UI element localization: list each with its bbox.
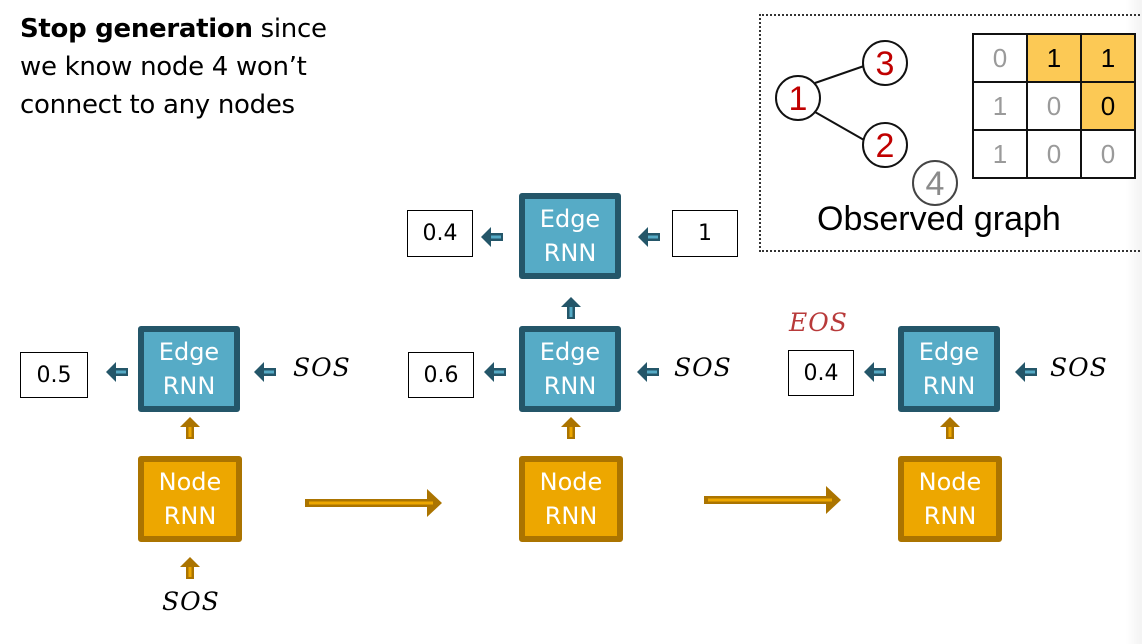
upper-edge-input-value: 1	[672, 210, 738, 257]
edge-rnn-2-label-bottom: RNN	[543, 372, 597, 400]
edge-rnn-1-label-top: Edge	[158, 338, 220, 366]
edge-output-value-3: 0.4	[788, 350, 854, 396]
eos-label: EOS	[789, 308, 848, 337]
arrow-upper-edge-output	[481, 227, 503, 247]
adjacency-cell-1-2: 0	[1080, 81, 1136, 131]
node-rnn-1: Node RNN	[138, 456, 242, 542]
edge-output-value-2: 0.6	[408, 352, 474, 398]
edge-rnn-2: Edge RNN	[519, 326, 621, 412]
svg-text:3: 3	[876, 45, 895, 83]
arrow-node-2-to-3	[704, 486, 841, 514]
node-rnn-2: Node RNN	[519, 456, 623, 542]
edge-rnn-2-upper-label-top: Edge	[539, 205, 601, 233]
upper-edge-output-value: 0.4	[407, 210, 473, 257]
arrow-node-to-edge-1	[180, 417, 200, 439]
arrow-node-1-to-2	[305, 489, 442, 517]
graph-node-3: 3	[862, 40, 908, 86]
arrow-upper-edge-input	[638, 227, 660, 247]
node-rnn-3-label-bottom: RNN	[923, 502, 977, 530]
observed-graph-panel	[759, 14, 1142, 252]
caption-line2: we know node 4 won’t	[20, 52, 307, 82]
arrow-node-to-edge-3	[940, 417, 960, 439]
node-rnn-2-label-bottom: RNN	[544, 502, 598, 530]
caption-line3: connect to any nodes	[20, 90, 295, 120]
svg-text:2: 2	[876, 127, 895, 165]
node-rnn-2-label-top: Node	[539, 468, 603, 496]
edge-rnn-1: Edge RNN	[138, 326, 240, 412]
graph-edge-1-3	[814, 65, 865, 84]
arrow-edge-output-1	[106, 362, 128, 382]
node-input-sos-1: SOS	[162, 587, 220, 616]
node-rnn-1-label-bottom: RNN	[163, 502, 217, 530]
adjacency-cell-0-2: 1	[1080, 33, 1136, 83]
node-rnn-3: Node RNN	[898, 456, 1002, 542]
edge-rnn-3-label-bottom: RNN	[922, 372, 976, 400]
edge-output-value-1: 0.5	[20, 352, 88, 398]
graph-edge-1-2	[814, 111, 865, 141]
arrow-edge-input-3	[1015, 362, 1037, 382]
arrow-edge-to-edge-2	[561, 297, 581, 319]
observed-graph-label: Observed graph	[817, 200, 1061, 238]
arrow-edge-output-3	[864, 362, 886, 382]
graph-node-1: 1	[775, 75, 821, 121]
svg-text:4: 4	[926, 165, 945, 203]
arrow-node-to-edge-2	[561, 417, 581, 439]
edge-rnn-3: Edge RNN	[898, 326, 1000, 412]
edge-rnn-2-upper-label-bottom: RNN	[543, 239, 597, 267]
caption-text: Stop generation since we know node 4 won…	[20, 10, 327, 124]
graph-node-4: 4	[912, 160, 958, 206]
arrow-edge-input-2	[637, 362, 659, 382]
edge-rnn-1-label-bottom: RNN	[162, 372, 216, 400]
caption-bold: Stop generation	[20, 14, 253, 44]
svg-text:1: 1	[789, 80, 808, 118]
adjacency-cell-0-1: 1	[1026, 33, 1082, 83]
adjacency-cell-0-0: 0	[972, 33, 1028, 83]
adjacency-cell-1-1: 0	[1026, 81, 1082, 131]
arrow-sos-to-node-1	[180, 557, 200, 579]
node-rnn-3-label-top: Node	[918, 468, 982, 496]
adjacency-cell-1-0: 1	[972, 81, 1028, 131]
edge-input-sos-1: SOS	[293, 353, 351, 382]
adjacency-cell-2-0: 1	[972, 129, 1028, 179]
edge-input-sos-2: SOS	[674, 353, 732, 382]
graph-node-2: 2	[862, 122, 908, 168]
node-rnn-1-label-top: Node	[158, 468, 222, 496]
adjacency-cell-2-1: 0	[1026, 129, 1082, 179]
arrow-edge-input-1	[254, 362, 276, 382]
edge-rnn-2-label-top: Edge	[539, 338, 601, 366]
edge-input-sos-3: SOS	[1050, 353, 1108, 382]
arrow-edge-output-2	[484, 362, 506, 382]
edge-rnn-2-upper: Edge RNN	[519, 193, 621, 279]
edge-rnn-3-label-top: Edge	[918, 338, 980, 366]
caption-line1: since	[252, 14, 327, 44]
adjacency-cell-2-2: 0	[1080, 129, 1136, 179]
